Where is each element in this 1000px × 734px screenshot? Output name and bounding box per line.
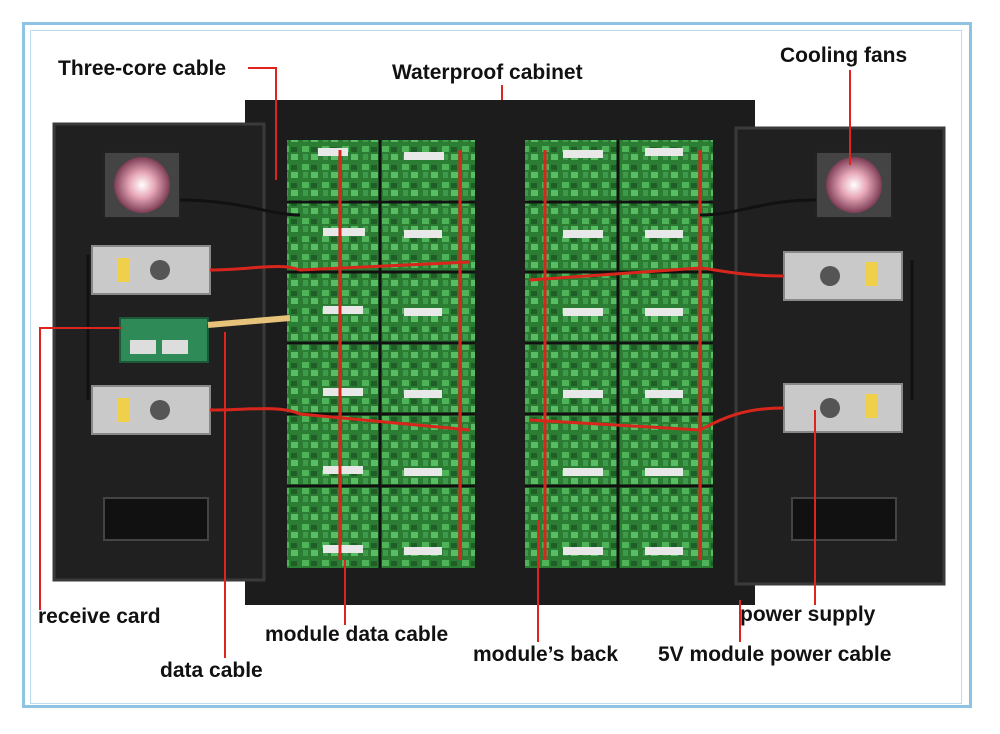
left-cooling-fan (103, 151, 181, 219)
label-data-cable: data cable (160, 659, 263, 682)
leader-lines (39, 67, 851, 658)
label-cooling-fans: Cooling fans (780, 44, 908, 67)
power-supply-right-top (783, 251, 903, 301)
outer-frame (22, 22, 972, 708)
inner-frame (30, 30, 962, 704)
label-module-data-cable: module data cable (265, 623, 449, 646)
power-supply-right-bottom (783, 383, 903, 433)
door-handles (103, 497, 897, 541)
label-waterproof-cabinet: Waterproof cabinet (392, 61, 583, 84)
module-grid (287, 140, 713, 568)
power-supply-left-top (91, 245, 211, 295)
power-cables (209, 150, 785, 560)
label-modules-back: module’s back (473, 643, 619, 666)
module-data-ribbons (318, 148, 683, 555)
data-ribbon-cable (207, 315, 291, 328)
label-5v-module-power-cable: 5V module power cable (658, 643, 892, 666)
right-cooling-fan (815, 151, 893, 219)
label-power-supply: power supply (740, 603, 876, 626)
receive-card (119, 317, 209, 363)
label-three-core-cable: Three-core cable (58, 57, 227, 80)
power-supply-left-bottom (91, 385, 211, 435)
label-receive-card: receive card (38, 605, 161, 628)
